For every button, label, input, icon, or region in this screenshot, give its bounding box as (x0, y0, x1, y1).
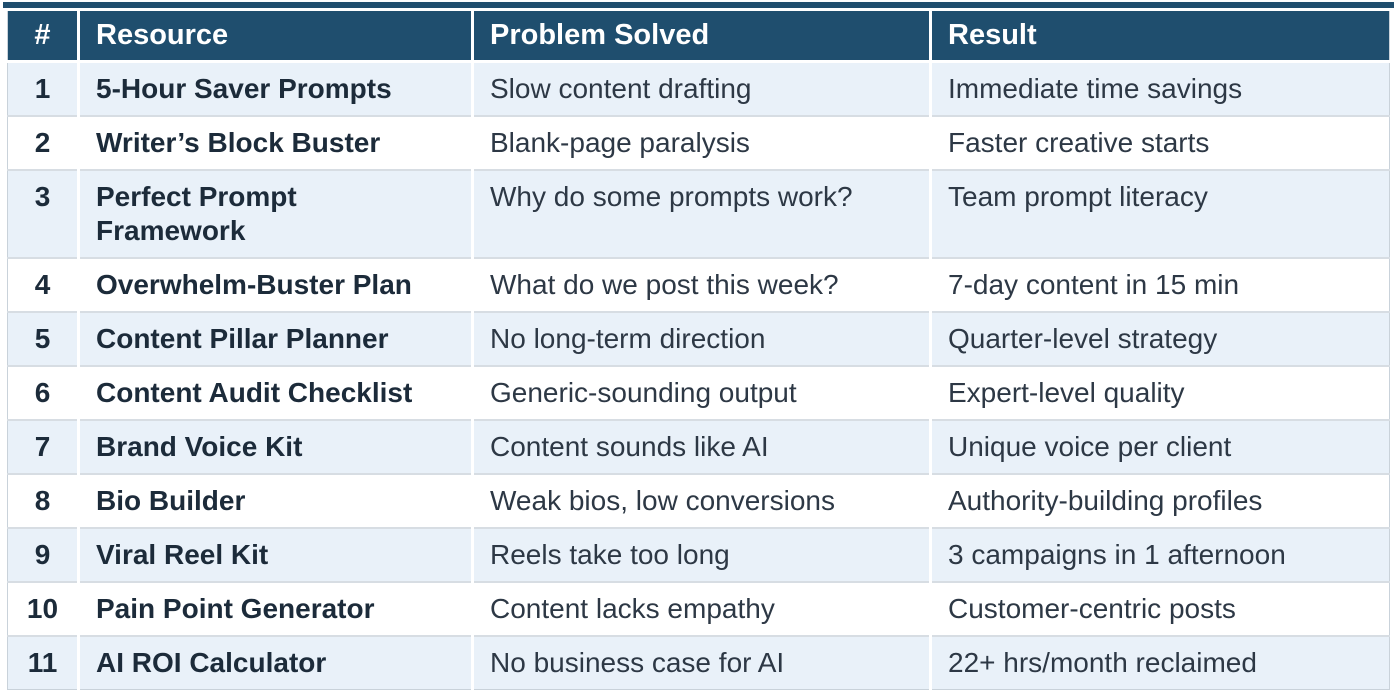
cell-problem: Why do some prompts work? (471, 168, 931, 258)
table-row: 10 Pain Point Generator Content lacks em… (7, 580, 1390, 636)
table-row: 5 Content Pillar Planner No long-term di… (7, 310, 1390, 366)
cell-number: 8 (7, 472, 79, 528)
cell-number: 9 (7, 526, 79, 582)
cell-number: 3 (7, 168, 79, 258)
cell-result: Quarter-level strategy (929, 310, 1390, 366)
cell-resource: Brand Voice Kit (77, 418, 473, 474)
cell-result: Unique voice per client (929, 418, 1390, 474)
cell-resource: AI ROI Calculator (77, 634, 473, 689)
table-row: 11 AI ROI Calculator No business case fo… (7, 634, 1390, 689)
table-row: 9 Viral Reel Kit Reels take too long 3 c… (7, 526, 1390, 582)
cell-result: Immediate time savings (929, 61, 1390, 116)
cell-result: 3 campaigns in 1 afternoon (929, 526, 1390, 582)
top-accent-bar (3, 2, 1394, 8)
table-row: 2 Writer’s Block Buster Blank-page paral… (7, 114, 1390, 170)
cell-result: Authority-building profiles (929, 472, 1390, 528)
cell-number: 6 (7, 364, 79, 420)
cell-resource: Content Pillar Planner (77, 310, 473, 366)
cell-number: 2 (7, 114, 79, 170)
cell-number: 4 (7, 256, 79, 312)
cell-result: Team prompt literacy (929, 168, 1390, 258)
cell-number: 7 (7, 418, 79, 474)
cell-resource: 5-Hour Saver Prompts (77, 61, 473, 116)
cell-resource: Viral Reel Kit (77, 526, 473, 582)
cell-number: 1 (34, 72, 51, 104)
cell-result: Expert-level quality (929, 364, 1390, 420)
column-header-number: # (7, 11, 79, 63)
cell-number: 10 (7, 580, 79, 636)
resource-table: # Resource Problem Solved Result 1 5-Hou… (7, 11, 1390, 690)
table-row: 8 Bio Builder Weak bios, low conversions… (7, 472, 1390, 528)
column-header-problem: Problem Solved (471, 11, 931, 63)
cell-problem: Slow content drafting (471, 61, 931, 116)
cell-problem: No business case for AI (471, 634, 931, 689)
cell-resource: Overwhelm-Buster Plan (77, 256, 473, 312)
cell-problem: Blank-page paralysis (471, 114, 931, 170)
cell-problem: Content sounds like AI (471, 418, 931, 474)
column-header-resource: Resource (77, 11, 473, 63)
table-row: 4 Overwhelm-Buster Plan What do we post … (7, 256, 1390, 312)
cell-problem: No long-term direction (471, 310, 931, 366)
cell-resource: Writer’s Block Buster (77, 114, 473, 170)
table-body: 1 5-Hour Saver Prompts Slow content draf… (7, 61, 1390, 689)
cell-problem: Content lacks empathy (471, 580, 931, 636)
table-row: 6 Content Audit Checklist Generic-soundi… (7, 364, 1390, 420)
cell-resource: Bio Builder (77, 472, 473, 528)
cell-number: 11 (7, 634, 79, 689)
cell-resource: Pain Point Generator (77, 580, 473, 636)
cell-resource: Perfect Prompt Framework (77, 168, 473, 258)
cell-resource: Content Audit Checklist (77, 364, 473, 420)
header-row: # Resource Problem Solved Result (7, 11, 1390, 63)
cell-result: Customer-centric posts (929, 580, 1390, 636)
cell-result: Faster creative starts (929, 114, 1390, 170)
cell-problem: Generic-sounding output (471, 364, 931, 420)
column-header-result: Result (929, 11, 1390, 63)
table-row: 3 Perfect Prompt Framework Why do some p… (7, 168, 1390, 258)
table-header: # Resource Problem Solved Result (7, 11, 1390, 63)
cell-result: 22+ hrs/month reclaimed (929, 634, 1390, 689)
table-row: 1 5-Hour Saver Prompts Slow content draf… (7, 61, 1390, 116)
cell-result: 7-day content in 15 min (929, 256, 1390, 312)
cell-number: 5 (7, 310, 79, 366)
cell-problem: What do we post this week? (471, 256, 931, 312)
cell-problem: Reels take too long (471, 526, 931, 582)
cell-problem: Weak bios, low conversions (471, 472, 931, 528)
table-row: 7 Brand Voice Kit Content sounds like AI… (7, 418, 1390, 474)
